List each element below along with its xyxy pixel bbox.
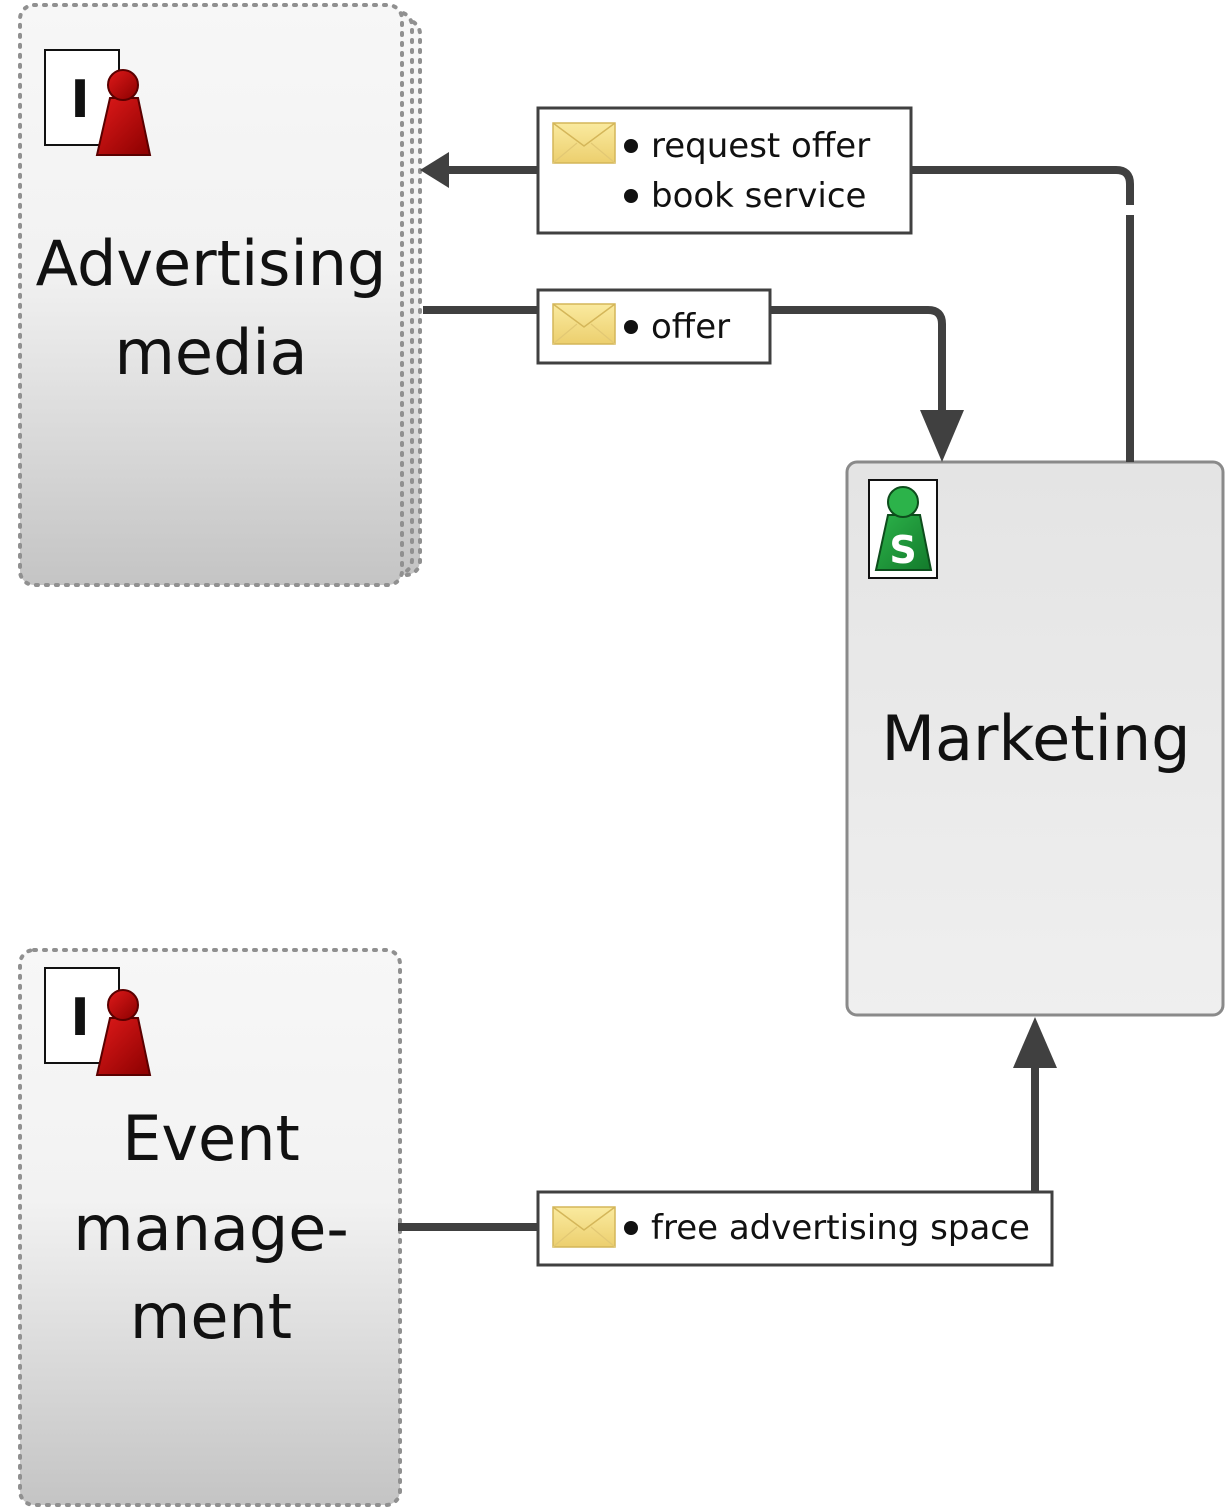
subject-advertising-media[interactable]: I Advertising media bbox=[18, 3, 422, 587]
subject-label-line1: Event bbox=[122, 1102, 300, 1175]
bullet-icon bbox=[624, 139, 638, 153]
subject-label-line2: media bbox=[114, 316, 307, 389]
standard-subject-icon: S bbox=[868, 479, 938, 579]
arrowhead-left-icon bbox=[420, 152, 449, 188]
person-figure-icon bbox=[874, 514, 933, 571]
person-figure-icon bbox=[95, 97, 152, 156]
subject-label-line3: ment bbox=[130, 1280, 292, 1353]
message-box-free-advertising-space[interactable]: free advertising space bbox=[536, 1190, 1054, 1267]
interface-subject-icon: I bbox=[44, 967, 152, 1076]
envelope-icon bbox=[552, 122, 616, 164]
message-box-request-offer[interactable]: request offer book service bbox=[536, 106, 913, 235]
envelope-icon bbox=[552, 1206, 616, 1248]
type-letter: I bbox=[70, 70, 89, 130]
type-letter: S bbox=[889, 528, 916, 572]
subject-box bbox=[18, 948, 402, 1507]
connector-advertising-to-marketing[interactable] bbox=[423, 306, 964, 462]
message-item: request offer bbox=[651, 126, 870, 166]
subject-label: Marketing bbox=[881, 702, 1190, 775]
subject-label-line2: manage- bbox=[73, 1192, 349, 1265]
arrowhead-down-icon bbox=[920, 410, 964, 462]
message-box-offer[interactable]: offer bbox=[536, 288, 772, 365]
subject-event-management[interactable]: I Event manage- ment bbox=[18, 948, 402, 1507]
connector-event-to-marketing[interactable] bbox=[398, 1017, 1057, 1231]
interface-subject-icon: I bbox=[44, 49, 152, 156]
message-item: book service bbox=[651, 176, 866, 216]
subject-marketing[interactable]: S Marketing bbox=[845, 460, 1225, 1017]
message-item: offer bbox=[651, 307, 730, 347]
bullet-icon bbox=[624, 320, 638, 334]
subject-box bbox=[845, 460, 1225, 1017]
arrowhead-up-icon bbox=[1013, 1017, 1057, 1068]
bullet-icon bbox=[624, 1221, 638, 1235]
message-item: free advertising space bbox=[651, 1208, 1030, 1248]
connector-marketing-to-advertising[interactable] bbox=[420, 152, 1134, 462]
bullet-icon bbox=[624, 189, 638, 203]
envelope-icon bbox=[552, 303, 616, 345]
person-figure-icon bbox=[95, 1017, 152, 1076]
subject-label-line1: Advertising bbox=[36, 227, 387, 300]
type-letter: I bbox=[70, 988, 89, 1048]
